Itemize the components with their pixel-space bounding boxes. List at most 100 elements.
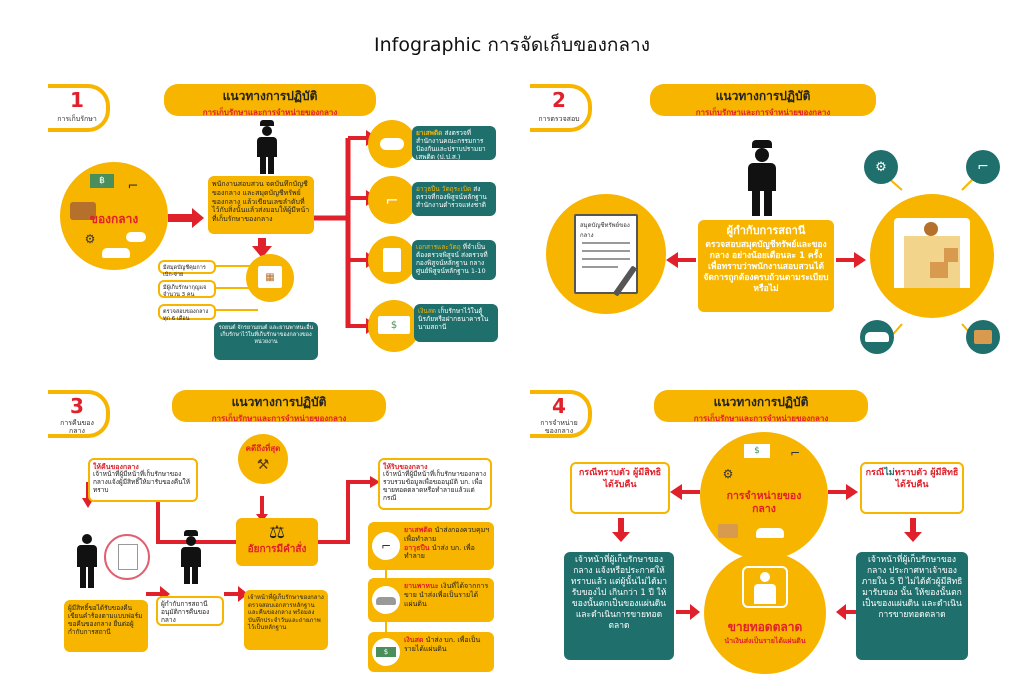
item-text-cash: เก็บรักษาไว้ในตู้นิรภัยหรือฝากธนาคารในนา… [418,307,489,332]
gavel-icon: ⚒ [256,457,270,473]
gun-icon: ⌐ [789,446,801,460]
chief-inspection-box: ผู้กำกับการสถานี ตรวจสอบสมุดบัญชีทรัพย์แ… [698,220,834,312]
disposal-title-cash: เงินสด [404,636,424,644]
known-owner-text-box: เจ้าหน้าที่ผู้เก็บรักษาของกลาง แจ้งหรือป… [564,552,674,660]
step-label: การเก็บรักษา [57,115,97,123]
step-number: 4 [552,394,566,418]
chief-text: ตรวจสอบสมุดบัญชีทรัพย์และของกลาง อย่างน้… [703,239,829,294]
header-main: แนวทางการปฏิบัติ [715,89,811,103]
storage-rule-2: มีผู้เก็บรักษากุญแจจำนวน 3 คน [158,280,216,298]
warehouse-icon [894,218,970,288]
car-icon [756,528,784,538]
prosecutor-label: อัยการมีคำสั่ง [247,544,307,555]
header-main: แนวทางการปฏิบัติ [231,395,327,409]
panel-header: แนวทางการปฏิบัติ การเก็บรักษาและการจำหน่… [164,84,376,117]
unknown-owner-text-box: เจ้าหน้าที่ผู้เก็บรักษาของกลาง ประกาศหาเ… [856,552,968,660]
auction-label: ขายทอดตลาด [727,620,803,634]
evidence-circle: ฿ ⌐ ของกลาง ⚙ [60,162,168,270]
disposal-gun-icon: ⌐ [372,532,400,560]
disposal-cash-icon: $ [372,638,400,666]
step-tab: 1 การเก็บรักษา [48,84,110,132]
header-main: แนวทางการปฏิบัติ [222,89,318,103]
disposal-car-icon [372,586,400,614]
money-icon: $ [744,444,770,458]
auctioneer-icon [742,566,788,608]
money-icon: ฿ [90,174,114,188]
officer-record-text: พนักงานสอบสวน จดบันทึกบัญชีของกลาง และสม… [212,180,310,223]
return-title: ให้คืนของกลาง [93,463,139,471]
disposal-title-guns: อาวุธปืน [404,543,430,552]
disposal-title-vehicles: ยานพาหนะ [404,582,439,590]
panel-4-arrows [612,484,922,620]
step-number: 1 [70,88,84,112]
unknown-owner-title-not: ไม่ [884,468,895,478]
header-sub: การเก็บรักษาและการจำหน่ายของกลาง [202,108,338,117]
header-sub: การเก็บรักษาและการจำหน่ายของกลาง [695,108,831,117]
gun-icon: ⌐ [977,159,989,175]
panel-storage: 1 การเก็บรักษา แนวทางการปฏิบัติ การเก็บร… [48,78,510,376]
unknown-owner-box: กรณีไม่ทราบตัว ผู้มีสิทธิได้รับคืน [860,462,964,514]
forfeit-text: เจ้าหน้าที่ผู้มีหน้าที่เก็บรักษาของกลางร… [383,470,487,502]
case-final-label: คดีถึงที่สุด [245,444,281,453]
item-title-documents: เอกสารและวัตถุ [416,243,461,251]
item-box-drugs: ยาเสพติด ส่งตรวจที่สำนักงานคณะกรรมการป้อ… [412,126,496,162]
chief-icon [178,530,204,584]
corner-circle-chest [966,320,1000,354]
disposal-text-drugs: นำส่งกองควบคุมฯ เพื่อทำลาย [404,526,490,543]
item-circle-guns: ⌐ [368,176,416,224]
ledger-document-icon: สมุดบัญชีทรัพย์ของกลาง [574,214,638,294]
officer-record-box: พนักงานสอบสวน จดบันทึกบัญชีของกลาง และสม… [208,176,314,234]
step-label: การตรวจสอบ [538,115,580,123]
storage-rule-3: ตรวจสอบของกลางทุก 6 เดือน [158,304,216,322]
item-text-documents: ที่จำเป็นต้องตรวจพิสูจน์ ส่งตรวจที่กองพิ… [416,243,488,276]
scale-icon: ⚖ [268,521,286,543]
known-owner-title: กรณีทราบตัว ผู้มีสิทธิได้รับคืน [578,468,662,491]
chest-icon [718,524,738,538]
gun-icon: ⌐ [127,178,139,194]
item-text-guns: ส่งตรวจที่กองพิสูจน์หลักฐาน สำนักงานตำรว… [416,185,487,210]
chest-icon [974,330,992,344]
step-number: 2 [552,88,566,112]
claimant-box: ผู้มีสิทธิ์ขอได้รับของคืน เขียนคำร้องตาม… [64,600,148,652]
auction-sublabel: นำเงินส่งเป็นรายได้แผ่นดิน [724,637,806,645]
item-box-guns: อาวุธปืน วัตถุระเบิด ส่งตรวจที่กองพิสูจน… [412,182,496,216]
return-text: เจ้าหน้าที่ผู้มีหน้าที่เก็บรักษาของกลางแ… [93,470,191,494]
disposal-center-label: การจำหน่ายของกลาง [726,490,802,515]
step-tab: 3 การคืนของกลาง [48,390,110,438]
disposal-title-drugs: ยาเสพติด [404,526,433,534]
disposal-center-circle: $ ⌐ ⚙ การจำหน่ายของกลาง [700,432,828,560]
panel-header: แนวทางการปฏิบัติ การเก็บรักษาและการจำหน่… [172,390,386,423]
case-final-circle: คดีถึงที่สุด ⚒ [238,434,288,484]
motorcycle-icon: ⚙ [84,232,96,246]
item-circle-documents [368,236,416,284]
forfeit-title: ให้ริบของกลาง [383,463,428,471]
panel-header: แนวทางการปฏิบัติ การเก็บรักษาและการจำหน่… [650,84,876,117]
corner-circle-car [860,320,894,354]
item-text-drugs: ส่งตรวจที่สำนักงานคณะกรรมการป้องกันและปร… [416,129,486,162]
prosecutor-box: ⚖ อัยการมีคำสั่ง [236,518,318,566]
vehicle-storage-box: รถยนต์ จักรยานยนต์ และยานพาหนะอื่น เก็บร… [214,322,318,360]
item-title-guns: อาวุธปืน วัตถุระเบิด [416,185,472,193]
step-label: การจำหน่ายของกลาง [540,419,578,435]
panel-disposal: 4 การจำหน่ายของกลาง แนวทางการปฏิบัติ การ… [530,384,1000,680]
cash-icon: $ [378,316,410,334]
motorcycle-icon: ⚙ [875,159,887,175]
claim-form-icon [104,534,150,580]
police-chief-icon [744,140,780,216]
panel-return: 3 การคืนของกลาง แนวทางการปฏิบัติ การเก็บ… [48,384,510,680]
disposal-text-guns: นำส่ง บก. เพื่อทำลาย [404,543,475,561]
return-box: ให้คืนของกลาง เจ้าหน้าที่ผู้มีหน้าที่เก็… [88,458,198,502]
capsule-icon [380,138,404,150]
briefcase-icon [70,202,96,220]
pill-icon [126,232,146,242]
item-box-documents: เอกสารและวัตถุ ที่จำเป็นต้องตรวจพิสูจน์ … [412,240,496,280]
ledger-title: สมุดบัญชีทรัพย์ของกลาง [580,222,630,239]
item-title-cash: เงินสด [418,307,437,315]
officer-return-box: เจ้าหน้าที่ผู้เก็บรักษาของกลาง ตรวจสอบเอ… [244,590,328,650]
item-circle-cash: $ [368,300,420,352]
motorcycle-icon: ⚙ [722,467,734,481]
header-sub: การเก็บรักษาและการจำหน่ายของกลาง [211,414,347,423]
warehouse-icon: ▦ [258,266,282,288]
unknown-owner-title-c: ทราบตัว ผู้มีสิทธิได้รับคืน [894,468,959,491]
disposal-text-cash: นำส่ง บก. เพื่อเป็นรายได้แผ่นดิน [404,636,481,653]
